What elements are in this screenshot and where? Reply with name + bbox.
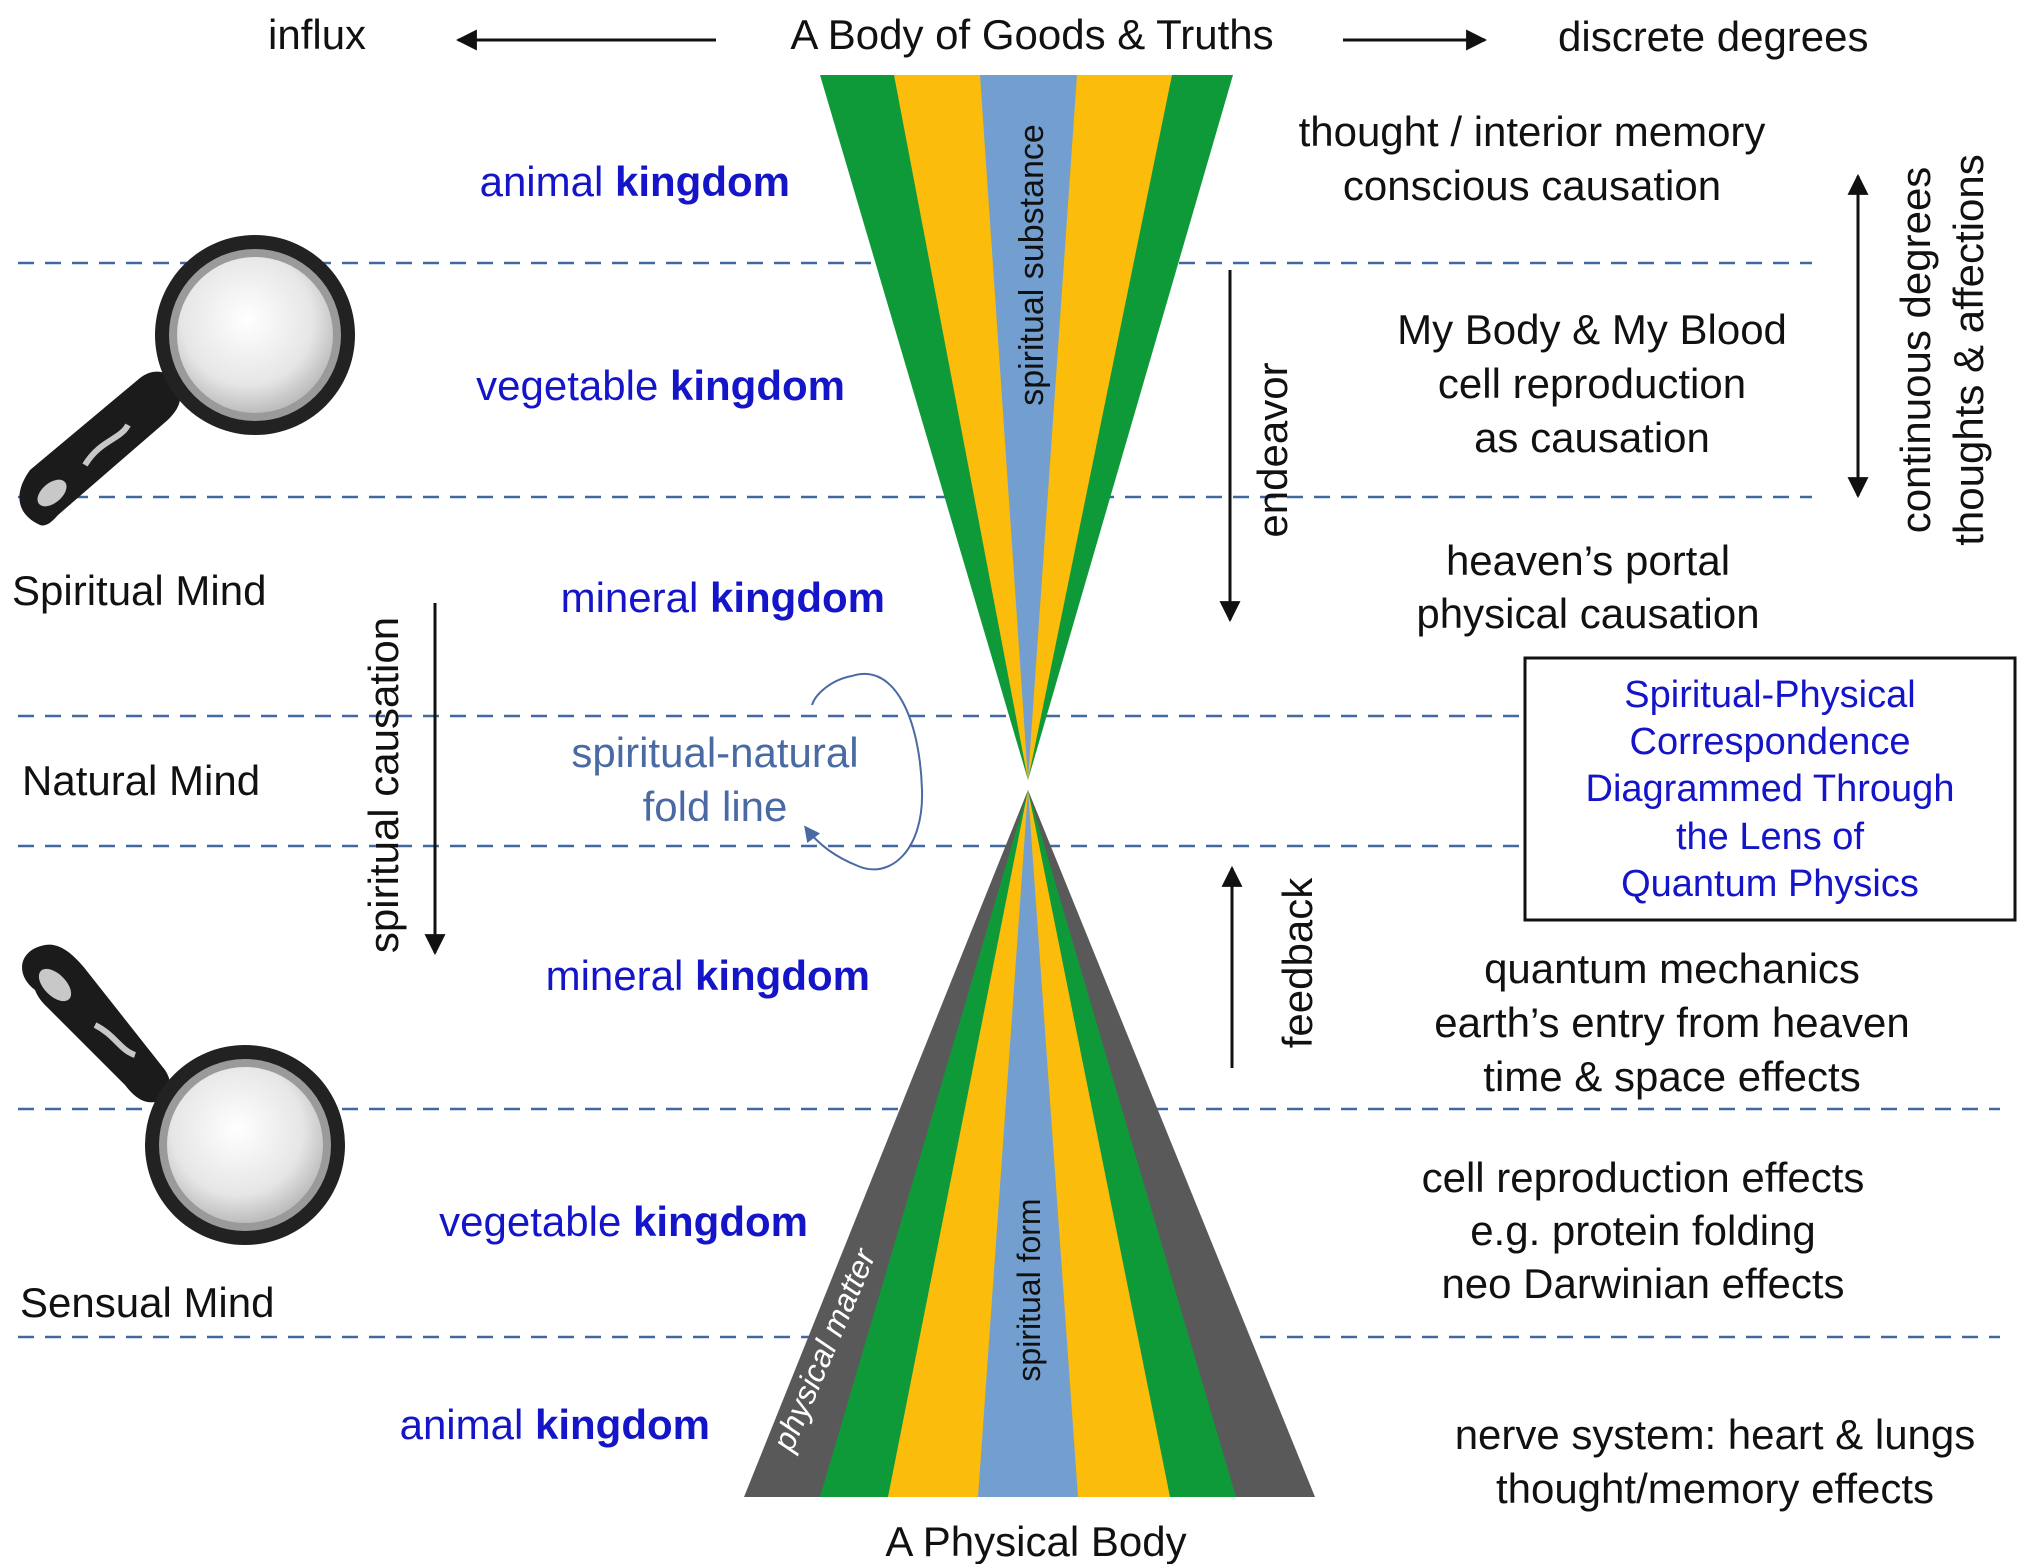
- kingdom-animal-lower: animal kingdom: [400, 1401, 710, 1448]
- natural-mind-label: Natural Mind: [22, 757, 260, 804]
- note-line: thought/memory effects: [1496, 1465, 1934, 1512]
- magnifier-lower-icon: [22, 944, 345, 1245]
- title-box: Spiritual-Physical Correspondence Diagra…: [1523, 656, 2017, 922]
- note-line: cell reproduction effects: [1422, 1154, 1865, 1201]
- note-animal-lower: nerve system: heart & lungs thought/memo…: [1455, 1411, 1976, 1512]
- upper-cone-blue: [980, 75, 1077, 780]
- spiritual-substance-label: spiritual substance: [1013, 124, 1051, 406]
- note-line: conscious causation: [1343, 162, 1721, 209]
- title-box-line: Diagrammed Through: [1586, 768, 1955, 810]
- note-line: physical causation: [1416, 590, 1759, 637]
- continuous-degrees-label: continuous degrees: [1892, 167, 1939, 534]
- note-line: quantum mechanics: [1484, 945, 1860, 992]
- kingdom-animal-upper: animal kingdom: [480, 158, 790, 205]
- title-box-line: the Lens of: [1676, 816, 1864, 858]
- kingdom-mineral-upper: mineral kingdom: [561, 574, 885, 621]
- lower-cone: [744, 790, 1315, 1497]
- kingdom-vegetable-upper: vegetable kingdom: [476, 362, 845, 409]
- note-line: earth’s entry from heaven: [1434, 999, 1909, 1046]
- note-line: neo Darwinian effects: [1441, 1260, 1844, 1307]
- note-line: cell reproduction: [1438, 360, 1746, 407]
- title-box-line: Correspondence: [1630, 721, 1911, 763]
- fold-loop-top: [811, 675, 853, 706]
- header-discrete-degrees: discrete degrees: [1558, 13, 1869, 60]
- note-line: nerve system: heart & lungs: [1455, 1411, 1976, 1458]
- feedback-label: feedback: [1274, 877, 1321, 1048]
- endeavor-label: endeavor: [1249, 362, 1296, 537]
- footer-physical-body: A Physical Body: [885, 1518, 1186, 1564]
- title-box-line: Quantum Physics: [1621, 863, 1919, 905]
- note-vegetable-lower: cell reproduction effects e.g. protein f…: [1422, 1154, 1865, 1307]
- note-line: as causation: [1474, 414, 1710, 461]
- upper-cone: [820, 75, 1233, 780]
- note-line: time & space effects: [1483, 1053, 1860, 1100]
- note-vegetable-upper: My Body & My Blood cell reproduction as …: [1397, 306, 1787, 461]
- note-mineral-upper: heaven’s portal physical causation: [1416, 537, 1759, 637]
- note-animal-upper: thought / interior memory conscious caus…: [1299, 108, 1766, 209]
- kingdom-vegetable-lower: vegetable kingdom: [439, 1198, 808, 1245]
- magnifier-upper-icon: [19, 235, 355, 526]
- sensual-mind-label: Sensual Mind: [20, 1279, 274, 1326]
- fold-line-label-2: fold line: [643, 783, 788, 830]
- fold-loop-icon: [804, 673, 924, 871]
- lower-cone-blue: [978, 790, 1078, 1497]
- thoughts-affections-label: thoughts & affections: [1945, 154, 1992, 546]
- note-line: My Body & My Blood: [1397, 306, 1787, 353]
- note-mineral-lower: quantum mechanics earth’s entry from hea…: [1434, 945, 1909, 1100]
- note-line: thought / interior memory: [1299, 108, 1766, 155]
- fold-line-label-1: spiritual-natural: [571, 729, 858, 776]
- header-influx: influx: [268, 11, 366, 58]
- note-line: heaven’s portal: [1446, 537, 1730, 584]
- header-title: A Body of Goods & Truths: [790, 11, 1273, 58]
- title-box-frame: [1523, 656, 2017, 922]
- kingdom-mineral-lower: mineral kingdom: [546, 952, 870, 999]
- level-lines: [18, 261, 2000, 1339]
- spiritual-form-label: spiritual form: [1011, 1198, 1047, 1381]
- spiritual-causation-label: spiritual causation: [360, 617, 407, 953]
- note-line: e.g. protein folding: [1470, 1207, 1816, 1254]
- title-box-line: Spiritual-Physical: [1624, 674, 1915, 716]
- spiritual-mind-label: Spiritual Mind: [12, 567, 266, 614]
